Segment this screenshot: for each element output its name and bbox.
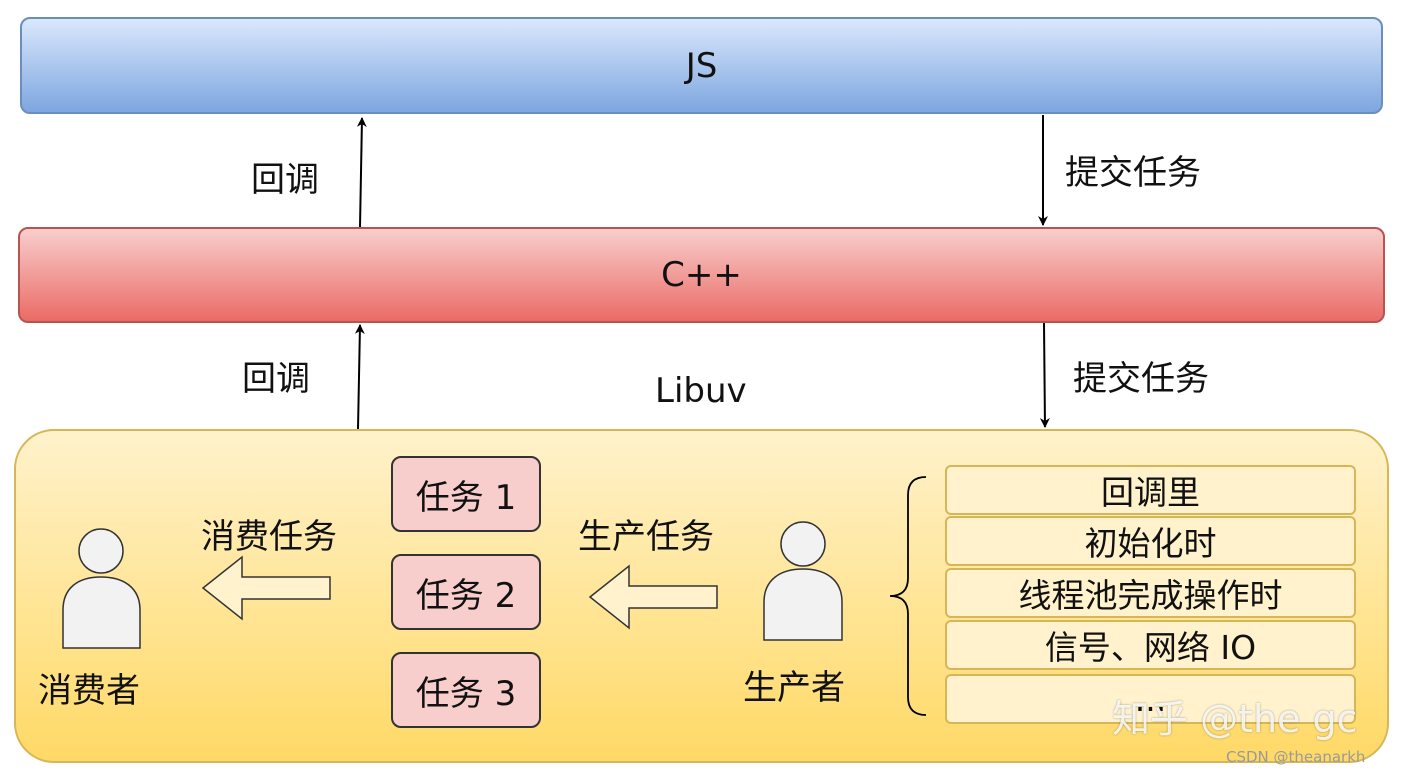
submit-arrow-to-libuv [1039,322,1050,428]
submit-task-label-js: 提交任务 [1065,153,1201,193]
task-box-1: 任务 1 [391,456,541,532]
source-item: 线程池完成操作时 [945,568,1356,618]
source-item: ... [945,674,1356,724]
sources-brace-icon [889,476,927,716]
callback-label-cpp: 回调 [242,359,310,399]
source-item: 回调里 [945,465,1356,515]
callback-arrow-to-js [356,117,367,228]
produce-task-label: 生产任务 [578,517,714,557]
producer-label: 生产者 [743,668,845,708]
zhihu-watermark: 知乎 @the gc [1112,697,1358,741]
source-item-label: 信号、网络 IO [1044,628,1257,667]
source-item: 初始化时 [945,516,1356,566]
js-layer-bar: JS [20,17,1383,114]
callback-label-js: 回调 [251,160,319,200]
source-item-label: ... [1134,679,1167,719]
task-label: 任务 3 [415,673,517,714]
js-layer-label: JS [685,45,718,86]
libuv-label: Libuv [655,371,747,411]
task-box-2: 任务 2 [391,554,541,630]
source-item: 信号、网络 IO [945,620,1356,670]
produce-arrow-icon [588,564,718,630]
cpp-layer-bar: C++ [18,227,1385,323]
consume-arrow-icon [201,555,331,621]
csdn-credit: CSDN @theanarkh [1226,748,1366,766]
source-item-label: 线程池完成操作时 [1018,576,1283,615]
submit-task-label-cpp: 提交任务 [1073,359,1209,399]
task-label: 任务 1 [415,477,517,518]
consumer-label: 消费者 [38,671,140,711]
source-item-label: 回调里 [1101,473,1200,512]
callback-arrow-to-cpp [354,324,365,430]
source-item-label: 初始化时 [1084,524,1217,563]
consume-task-label: 消费任务 [201,517,337,557]
cpp-layer-label: C++ [661,255,742,295]
task-box-3: 任务 3 [391,652,541,728]
consumer-person-icon [62,528,141,649]
producer-person-icon [763,521,843,641]
task-label: 任务 2 [415,575,517,616]
